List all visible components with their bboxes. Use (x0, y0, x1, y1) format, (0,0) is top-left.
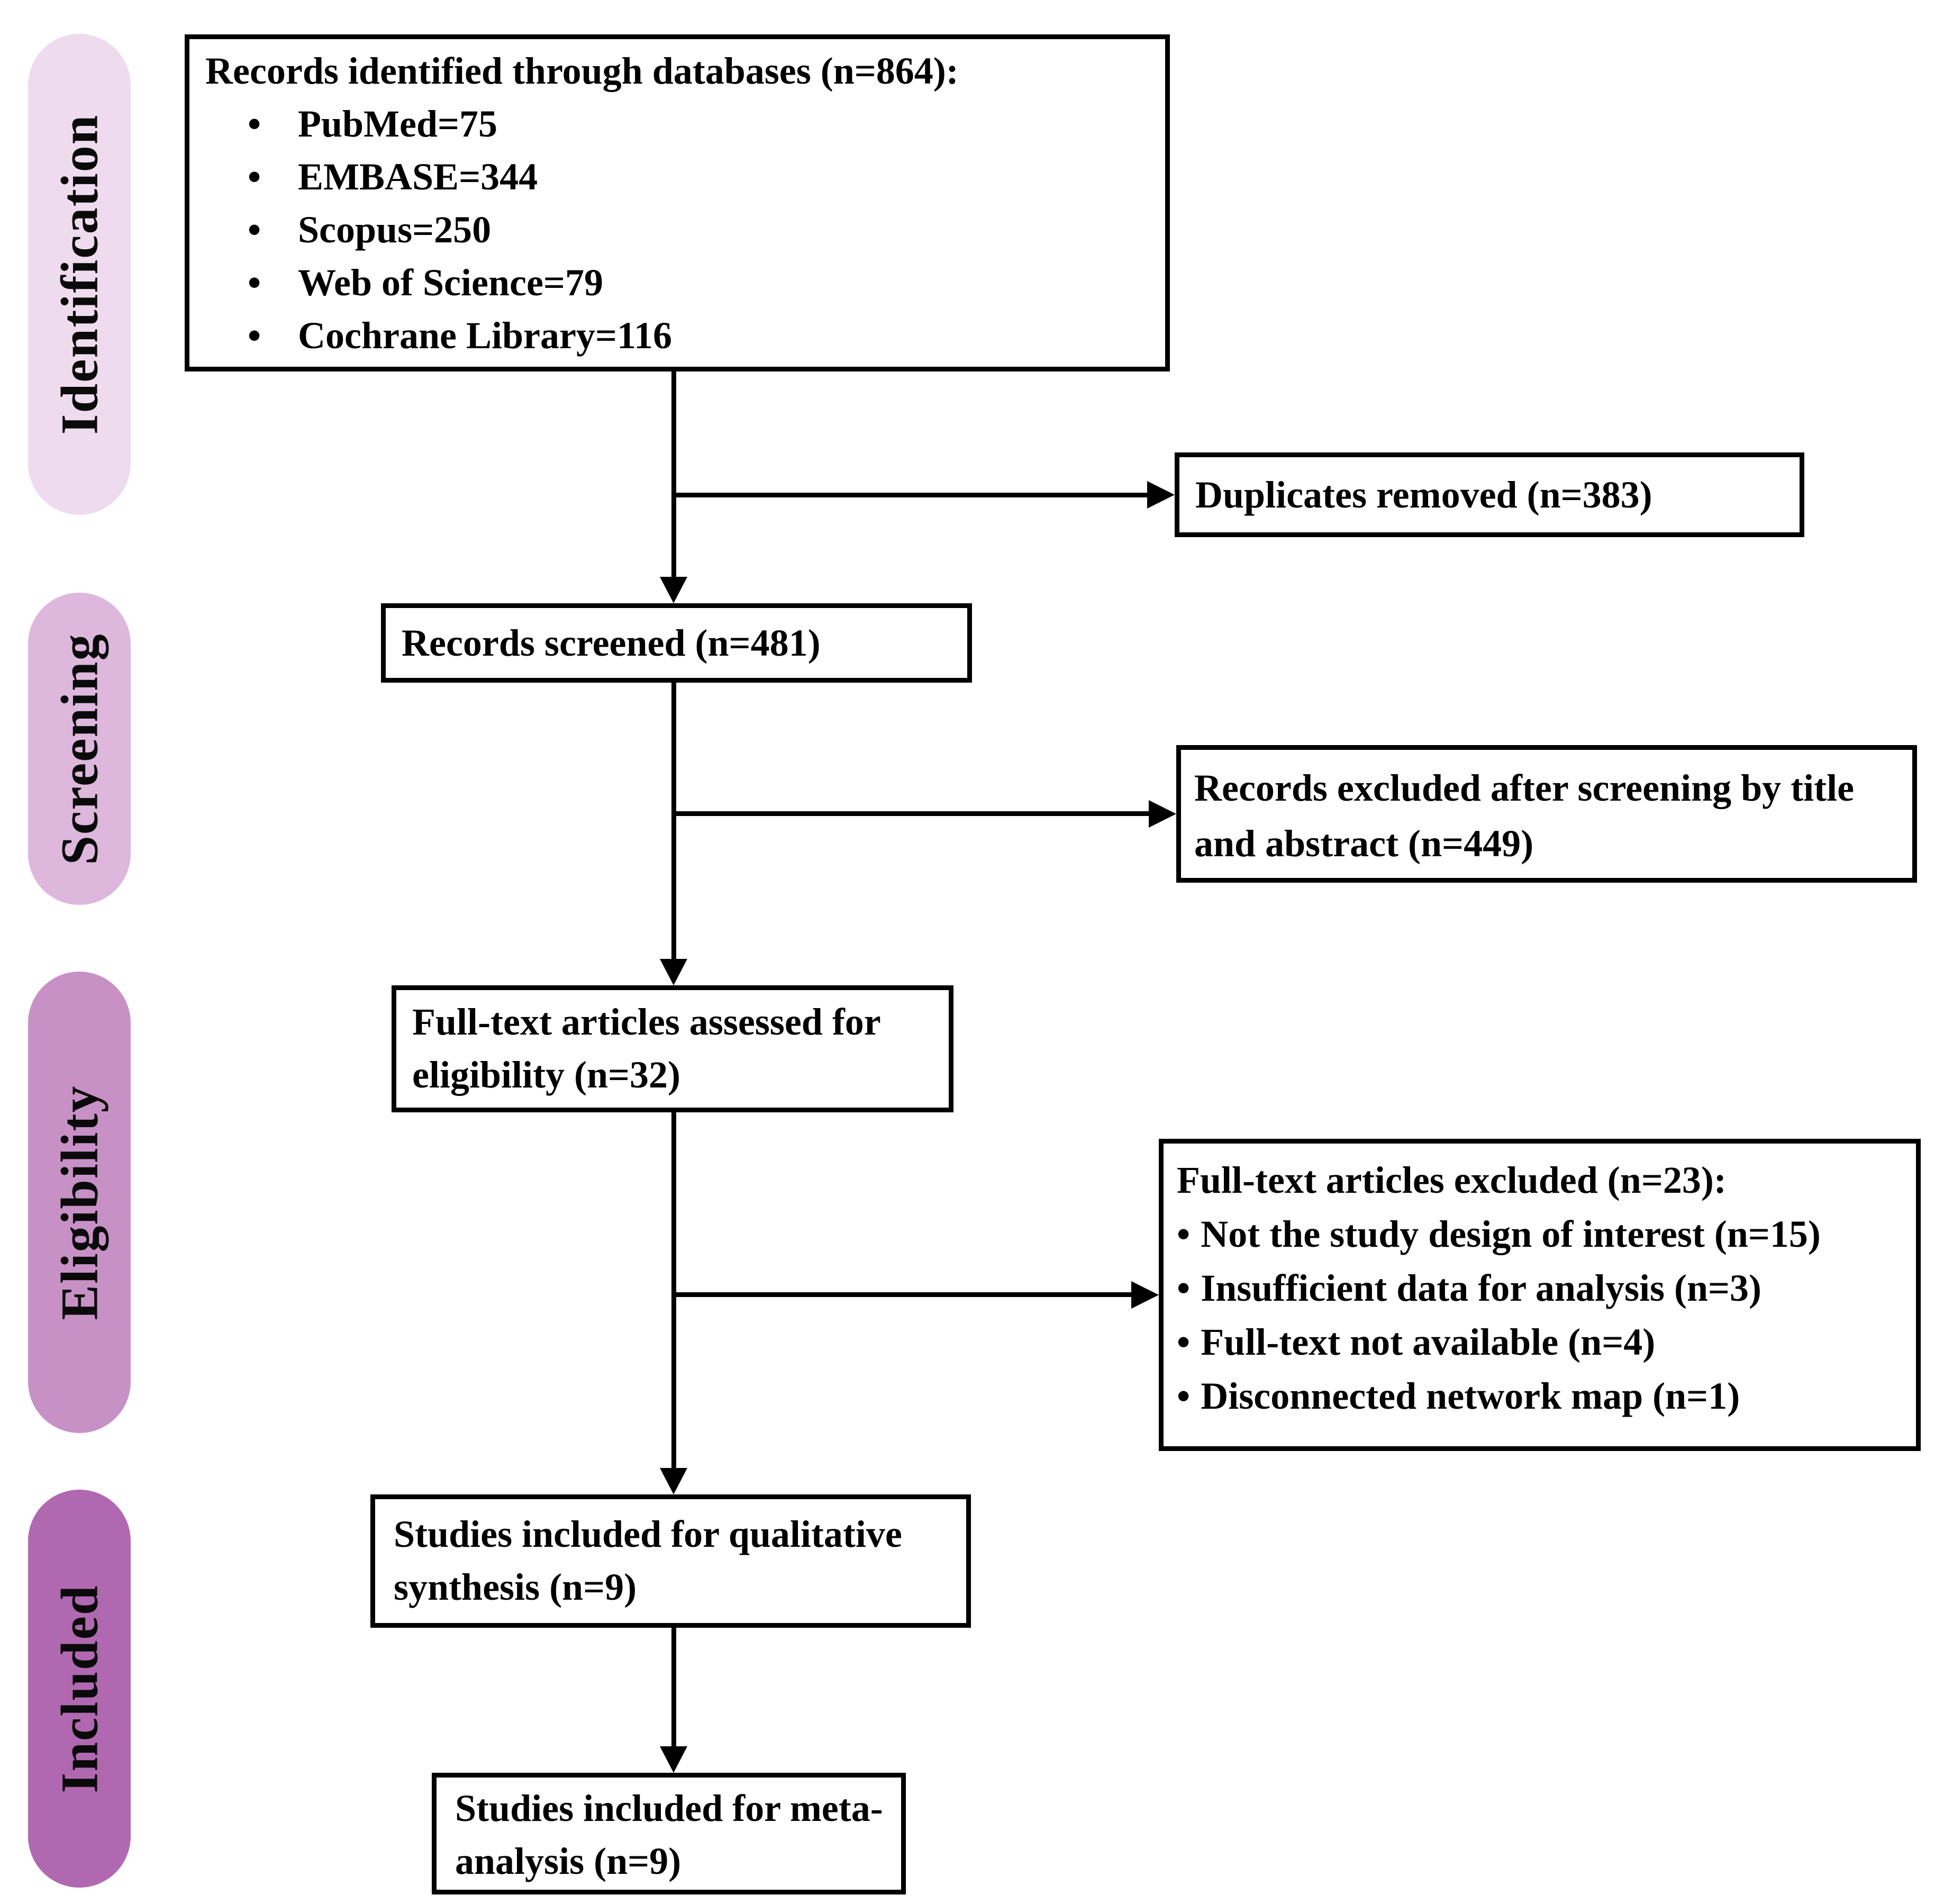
fulltext-excluded-title: Full-text articles excluded (n=23): (1177, 1159, 1727, 1201)
qualitative-synthesis-text: Studies included for qualitative synthes… (394, 1513, 902, 1608)
stage-label-eligibility: Eligibility (50, 1084, 109, 1320)
exclusion-reason: Insufficient data for analysis (n=3) (1201, 1267, 1762, 1309)
database-count: EMBASE=344 (298, 156, 538, 198)
arrowhead-down-icon (660, 577, 687, 603)
branch-to-excluded-screening (671, 811, 1151, 816)
fulltext-assessed-text: Full-text articles assessed for eligibil… (412, 1001, 880, 1096)
list-item: •Full-text not available (n=4) (1177, 1315, 1908, 1369)
arrowhead-right-icon (1147, 481, 1175, 509)
duplicates-removed-text: Duplicates removed (n=383) (1195, 474, 1652, 516)
arrowhead-down-icon (660, 1468, 687, 1494)
stage-bar-screening: Screening (28, 593, 131, 905)
box-qualitative-synthesis: Studies included for qualitative synthes… (370, 1494, 971, 1628)
connector-qualitative-to-meta (671, 1628, 676, 1749)
meta-analysis-text: Studies included for meta-analysis (n=9) (455, 1787, 883, 1882)
box-meta-analysis: Studies included for meta-analysis (n=9) (432, 1773, 906, 1894)
list-item: •Not the study design of interest (n=15) (1177, 1207, 1908, 1261)
records-screened-text: Records screened (n=481) (402, 622, 821, 664)
bullet-icon: • (1177, 1213, 1191, 1255)
stage-bar-eligibility: Eligibility (28, 972, 131, 1433)
list-item: •Disconnected network map (n=1) (1177, 1369, 1908, 1423)
arrowhead-down-icon (660, 959, 687, 985)
branch-to-duplicates (671, 493, 1149, 497)
bullet-icon: • (248, 103, 261, 145)
list-item: •Insufficient data for analysis (n=3) (1177, 1261, 1908, 1315)
box-fulltext-excluded: Full-text articles excluded (n=23): •Not… (1159, 1139, 1921, 1451)
database-count: Cochrane Library=116 (298, 314, 672, 357)
exclusion-reason: Not the study design of interest (n=15) (1201, 1213, 1821, 1255)
bullet-icon: • (248, 208, 261, 251)
bullet-icon: • (248, 314, 261, 357)
stage-bar-included: Included (28, 1490, 131, 1888)
box-records-identified: Records identified through databases (n=… (185, 34, 1170, 371)
bullet-icon: • (248, 261, 261, 304)
stage-label-screening: Screening (50, 632, 109, 865)
branch-to-fulltext-excluded (671, 1292, 1133, 1297)
list-item: • Web of Science=79 (205, 256, 1152, 309)
database-count: Scopus=250 (298, 208, 492, 251)
list-item: • Scopus=250 (205, 203, 1152, 256)
exclusion-reason: Full-text not available (n=4) (1201, 1321, 1656, 1363)
arrowhead-right-icon (1131, 1281, 1159, 1309)
arrowhead-down-icon (660, 1746, 687, 1773)
stage-label-identification: Identification (50, 114, 109, 435)
bullet-icon: • (1177, 1267, 1191, 1309)
database-count: Web of Science=79 (298, 261, 603, 304)
stage-bar-identification: Identification (28, 34, 131, 515)
bullet-icon: • (1177, 1321, 1191, 1363)
box-records-excluded-screening: Records excluded after screening by titl… (1176, 745, 1917, 883)
connector-assessed-to-qualitative (671, 1112, 676, 1471)
records-identified-title: Records identified through databases (n=… (205, 50, 959, 92)
stage-label-included: Included (50, 1584, 109, 1793)
records-excluded-text: Records excluded after screening by titl… (1194, 767, 1855, 865)
list-item: • PubMed=75 (205, 97, 1152, 150)
exclusion-reason: Disconnected network map (n=1) (1201, 1375, 1740, 1417)
box-records-screened: Records screened (n=481) (381, 603, 972, 683)
connector-identified-to-screened (671, 371, 676, 579)
connector-screened-to-assessed (671, 683, 676, 962)
box-fulltext-assessed: Full-text articles assessed for eligibil… (392, 985, 953, 1112)
database-count: PubMed=75 (298, 103, 498, 145)
list-item: • EMBASE=344 (205, 150, 1152, 203)
arrowhead-right-icon (1149, 800, 1176, 828)
bullet-icon: • (248, 156, 261, 198)
box-duplicates-removed: Duplicates removed (n=383) (1175, 452, 1804, 537)
list-item: • Cochrane Library=116 (205, 309, 1152, 362)
bullet-icon: • (1177, 1375, 1191, 1417)
